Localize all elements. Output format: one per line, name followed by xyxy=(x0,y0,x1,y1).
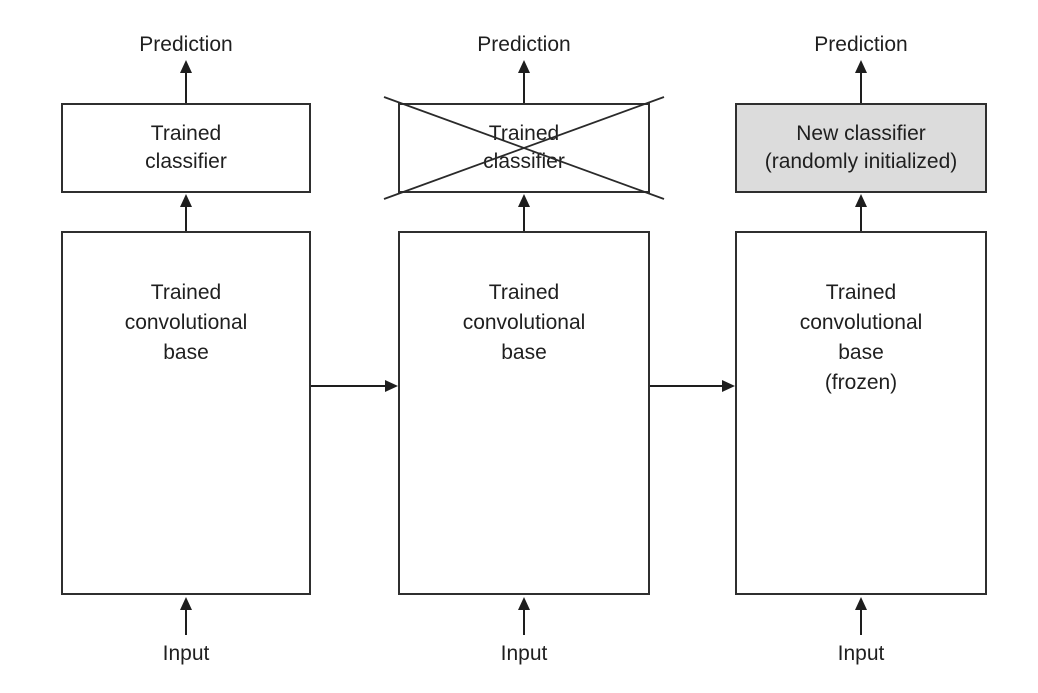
conv-base-box-label: Trained convolutional base xyxy=(124,281,248,364)
diagram-column-1: Prediction Trained classifier Trained co… xyxy=(61,0,311,693)
up-arrow-icon xyxy=(855,60,867,103)
up-arrow-icon xyxy=(855,597,867,635)
conv-base-frozen-box: Trained convolutional base (frozen) xyxy=(735,231,987,595)
conv-base-box-label: Trained convolutional base xyxy=(462,281,586,364)
up-arrow-icon xyxy=(855,194,867,231)
diagram-column-3: Prediction New classifier (randomly init… xyxy=(735,0,987,693)
up-arrow-icon xyxy=(518,194,530,231)
input-label: Input xyxy=(162,642,210,665)
new-classifier-box: New classifier (randomly initialized) xyxy=(735,103,987,193)
prediction-label: Prediction xyxy=(477,33,571,56)
input-label: Input xyxy=(837,642,885,665)
conv-base-box: Trained convolutional base xyxy=(61,231,311,595)
transfer-arrow-icon xyxy=(311,379,398,393)
transfer-arrow-icon xyxy=(650,379,735,393)
classifier-box-label: Trained classifier xyxy=(483,122,565,173)
prediction-label: Prediction xyxy=(139,33,233,56)
prediction-label: Prediction xyxy=(814,33,908,56)
conv-base-box: Trained convolutional base xyxy=(398,231,650,595)
up-arrow-icon xyxy=(180,60,192,103)
trained-classifier-box: Trained classifier xyxy=(61,103,311,193)
up-arrow-icon xyxy=(180,194,192,231)
up-arrow-icon xyxy=(518,597,530,635)
conv-base-box-label: Trained convolutional base (frozen) xyxy=(799,281,923,394)
classifier-box-label: New classifier (randomly initialized) xyxy=(764,122,958,173)
trained-classifier-box: Trained classifier xyxy=(398,103,650,193)
up-arrow-icon xyxy=(518,60,530,103)
input-label: Input xyxy=(500,642,548,665)
diagram-column-2: Prediction Trained classifier Trained co… xyxy=(383,0,665,693)
classifier-box-label: Trained classifier xyxy=(145,122,227,173)
up-arrow-icon xyxy=(180,597,192,635)
